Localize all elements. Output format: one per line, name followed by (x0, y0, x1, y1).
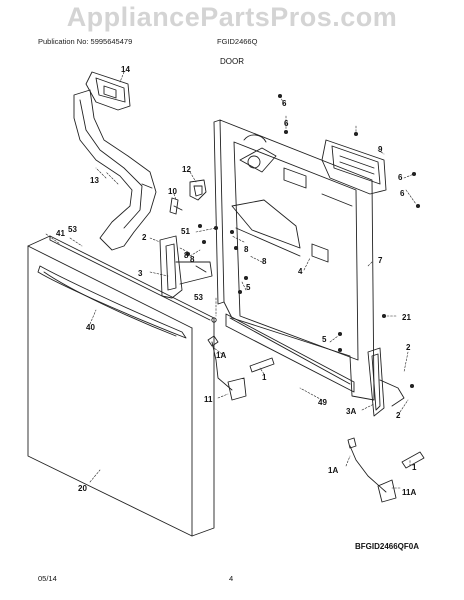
callout-1A: 1A (328, 466, 338, 475)
model-number: FGID2466Q (217, 37, 258, 46)
callout-3: 3 (138, 269, 143, 278)
callout-53: 53 (194, 293, 203, 302)
vent-housing (85, 71, 131, 111)
callout-8: 8 (190, 255, 195, 264)
callout-8: 8 (184, 251, 189, 260)
bottom-trim-strip (225, 313, 355, 393)
callout-13: 13 (90, 176, 99, 185)
callout-11A: 11A (402, 488, 416, 497)
callout-6: 6 (398, 173, 403, 182)
leader-lines (45, 71, 417, 489)
outer-door-panel (27, 235, 215, 537)
callout-3A: 3A (346, 407, 356, 416)
hinge-bracket-right (367, 347, 405, 417)
callout-11: 11 (204, 395, 213, 404)
screws (185, 93, 421, 389)
callout-2: 2 (406, 343, 411, 352)
control-module (321, 139, 387, 195)
callout-49: 49 (318, 398, 327, 407)
hinge-cable-left (207, 335, 275, 401)
inner-door-panel (213, 119, 375, 401)
callout-20: 20 (78, 484, 87, 493)
callout-10: 10 (168, 187, 177, 196)
callout-2: 2 (396, 411, 401, 420)
footer-date: 05/14 (38, 574, 57, 583)
callout-5: 5 (322, 335, 327, 344)
callout-53: 53 (68, 225, 77, 234)
callout-1A: 1A (216, 351, 226, 360)
callout-14: 14 (121, 65, 130, 74)
door-handle (37, 265, 187, 339)
callout-1: 1 (412, 463, 417, 472)
publication-number: Publication No: 5995645479 (38, 37, 133, 46)
callout-6: 6 (284, 119, 289, 128)
vent-duct (73, 89, 157, 251)
small-bracket (169, 179, 207, 215)
callout-4: 4 (298, 267, 303, 276)
callout-40: 40 (86, 323, 95, 332)
callout-2: 2 (142, 233, 147, 242)
callout-7: 7 (378, 256, 383, 265)
callout-21: 21 (402, 313, 411, 322)
watermark-logo: AppliancePartsPros.com (66, 2, 398, 32)
callout-41: 41 (56, 229, 65, 238)
callout-1: 1 (262, 373, 267, 382)
hinge-cable-right (347, 437, 425, 503)
callout-labels: 14 6 6 9 12 13 10 51 53 41 2 8 3 8 8 8 7… (56, 65, 417, 497)
callout-5: 5 (246, 283, 251, 292)
callout-51: 51 (181, 227, 190, 236)
callout-8: 8 (262, 257, 267, 266)
diagram-code: BFGID2466QF0A (355, 542, 420, 551)
callout-12: 12 (182, 165, 191, 174)
callout-9: 9 (378, 145, 383, 154)
callout-8: 8 (244, 245, 249, 254)
diagram-title: DOOR (220, 57, 244, 66)
hinge-bracket-left (159, 235, 213, 299)
callout-6: 6 (282, 99, 287, 108)
page-number: 4 (229, 574, 234, 583)
callout-6: 6 (400, 189, 405, 198)
